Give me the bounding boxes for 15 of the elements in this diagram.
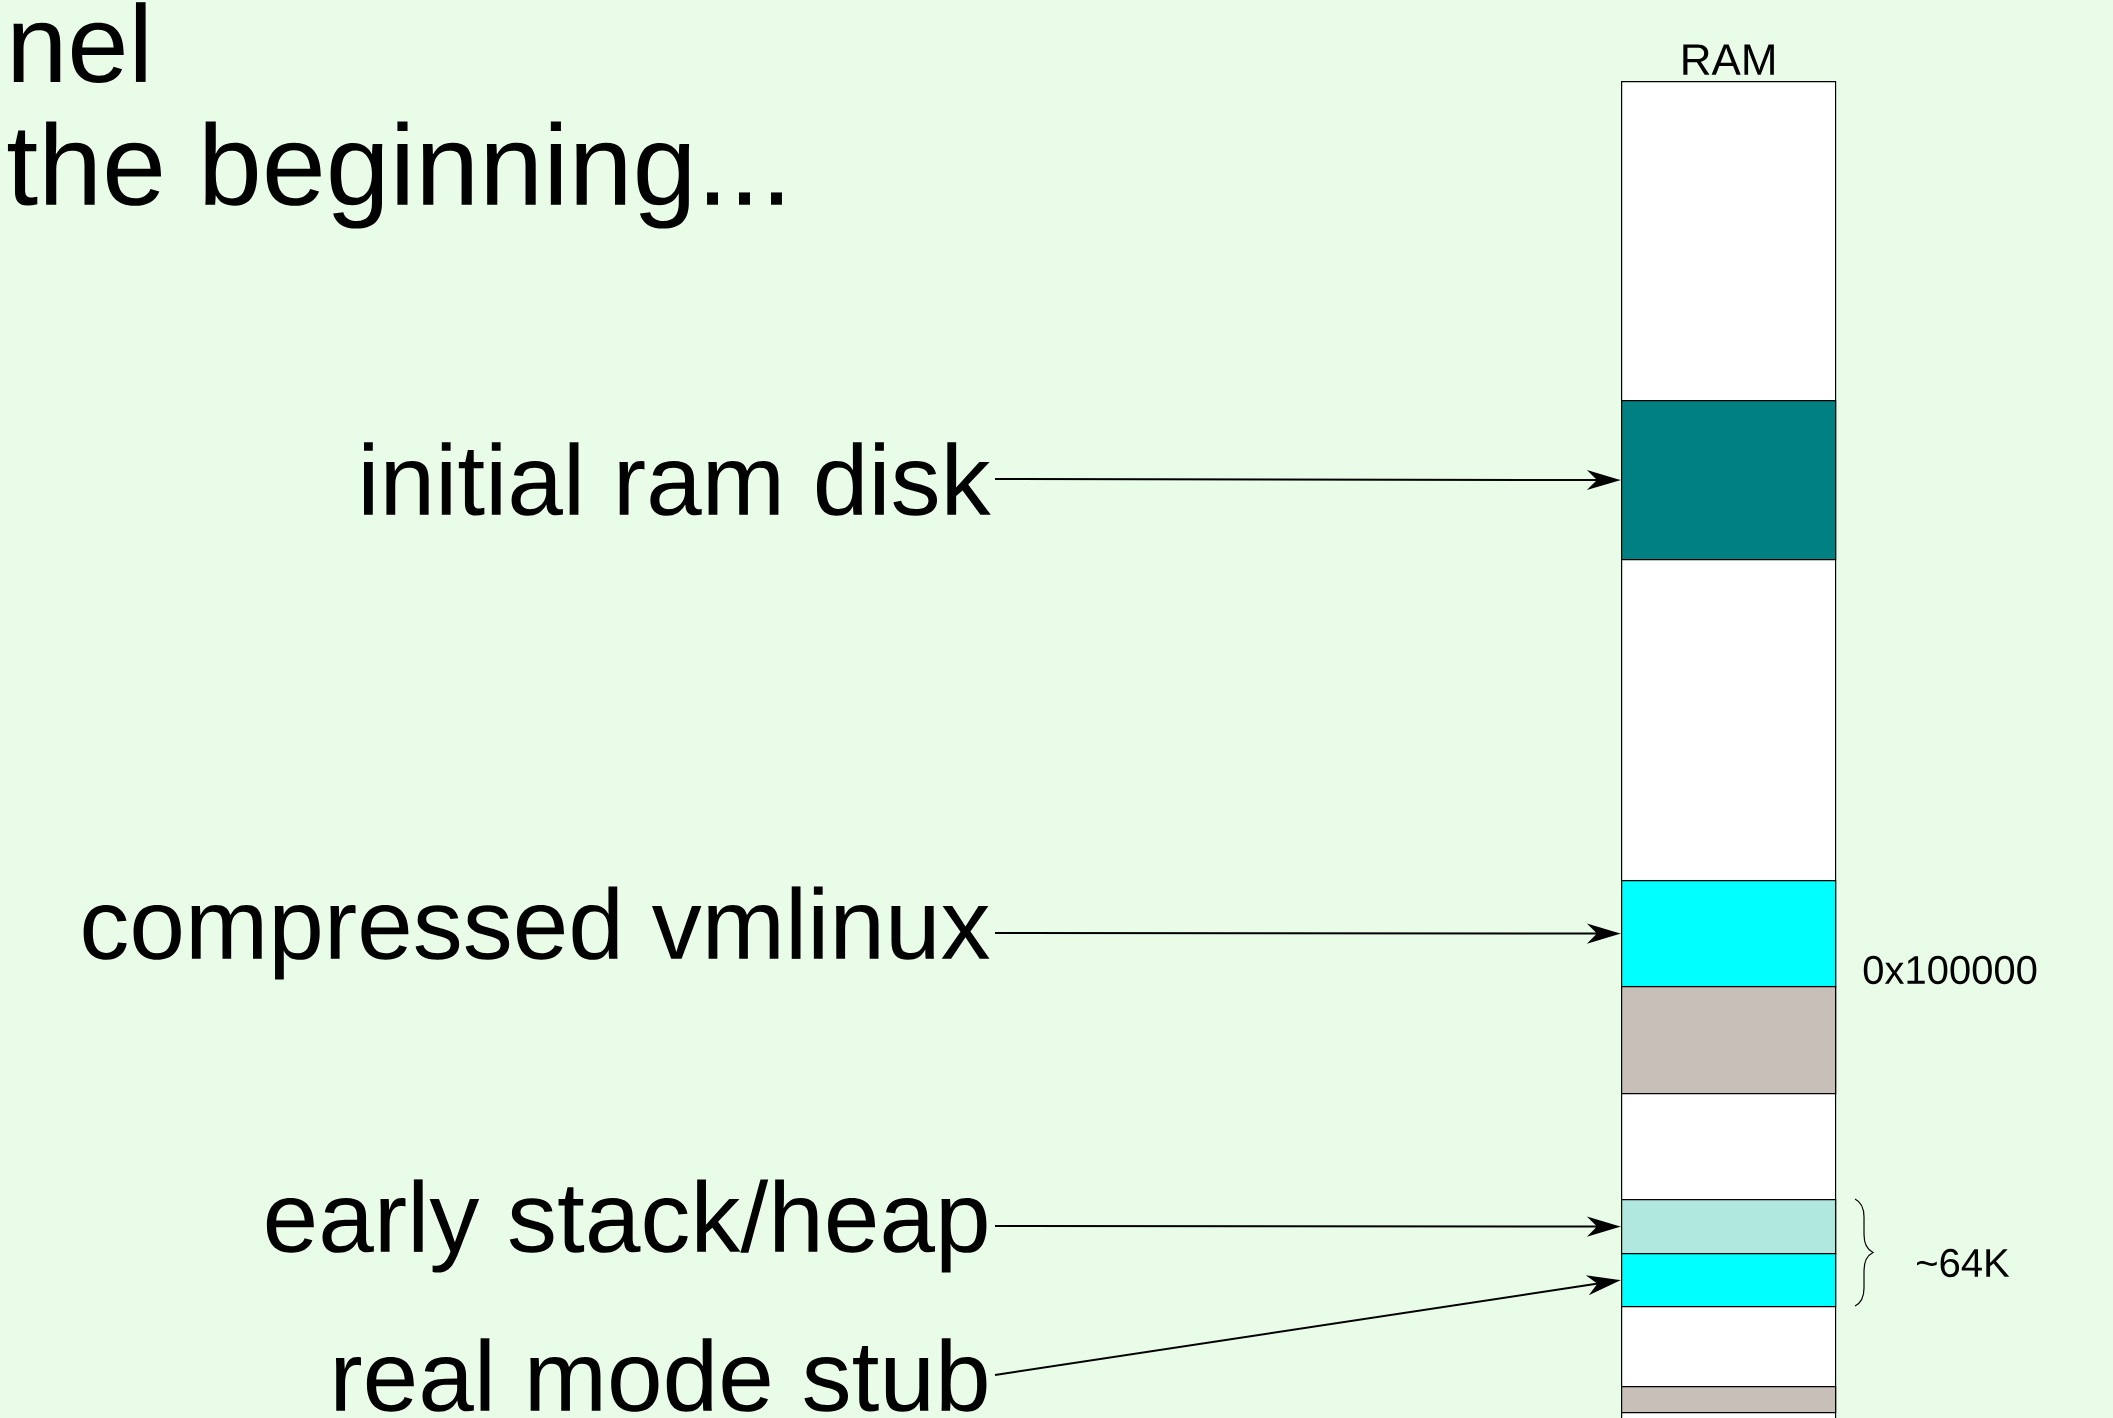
memory-region <box>1621 400 1837 561</box>
memory-region <box>1621 1253 1837 1308</box>
region-label: compressed vmlinux <box>83 886 990 980</box>
memory-region <box>1621 880 1837 988</box>
node-label: RAM <box>1683 44 1774 75</box>
region-label: early stack/heap <box>266 1179 987 1273</box>
slide-text: 0x100000 <box>1863 955 2037 985</box>
slide-text: ~64K <box>1917 1248 2010 1278</box>
memory-region <box>1621 1199 1837 1255</box>
memory-region <box>1621 986 1837 1095</box>
memory-region <box>1621 1386 1837 1414</box>
region-label: initial ram disk <box>364 442 991 516</box>
region-label: real mode stub <box>335 1338 987 1412</box>
slide-text: the beginning... <box>7 121 782 229</box>
slide-text: nel <box>13 2 146 83</box>
